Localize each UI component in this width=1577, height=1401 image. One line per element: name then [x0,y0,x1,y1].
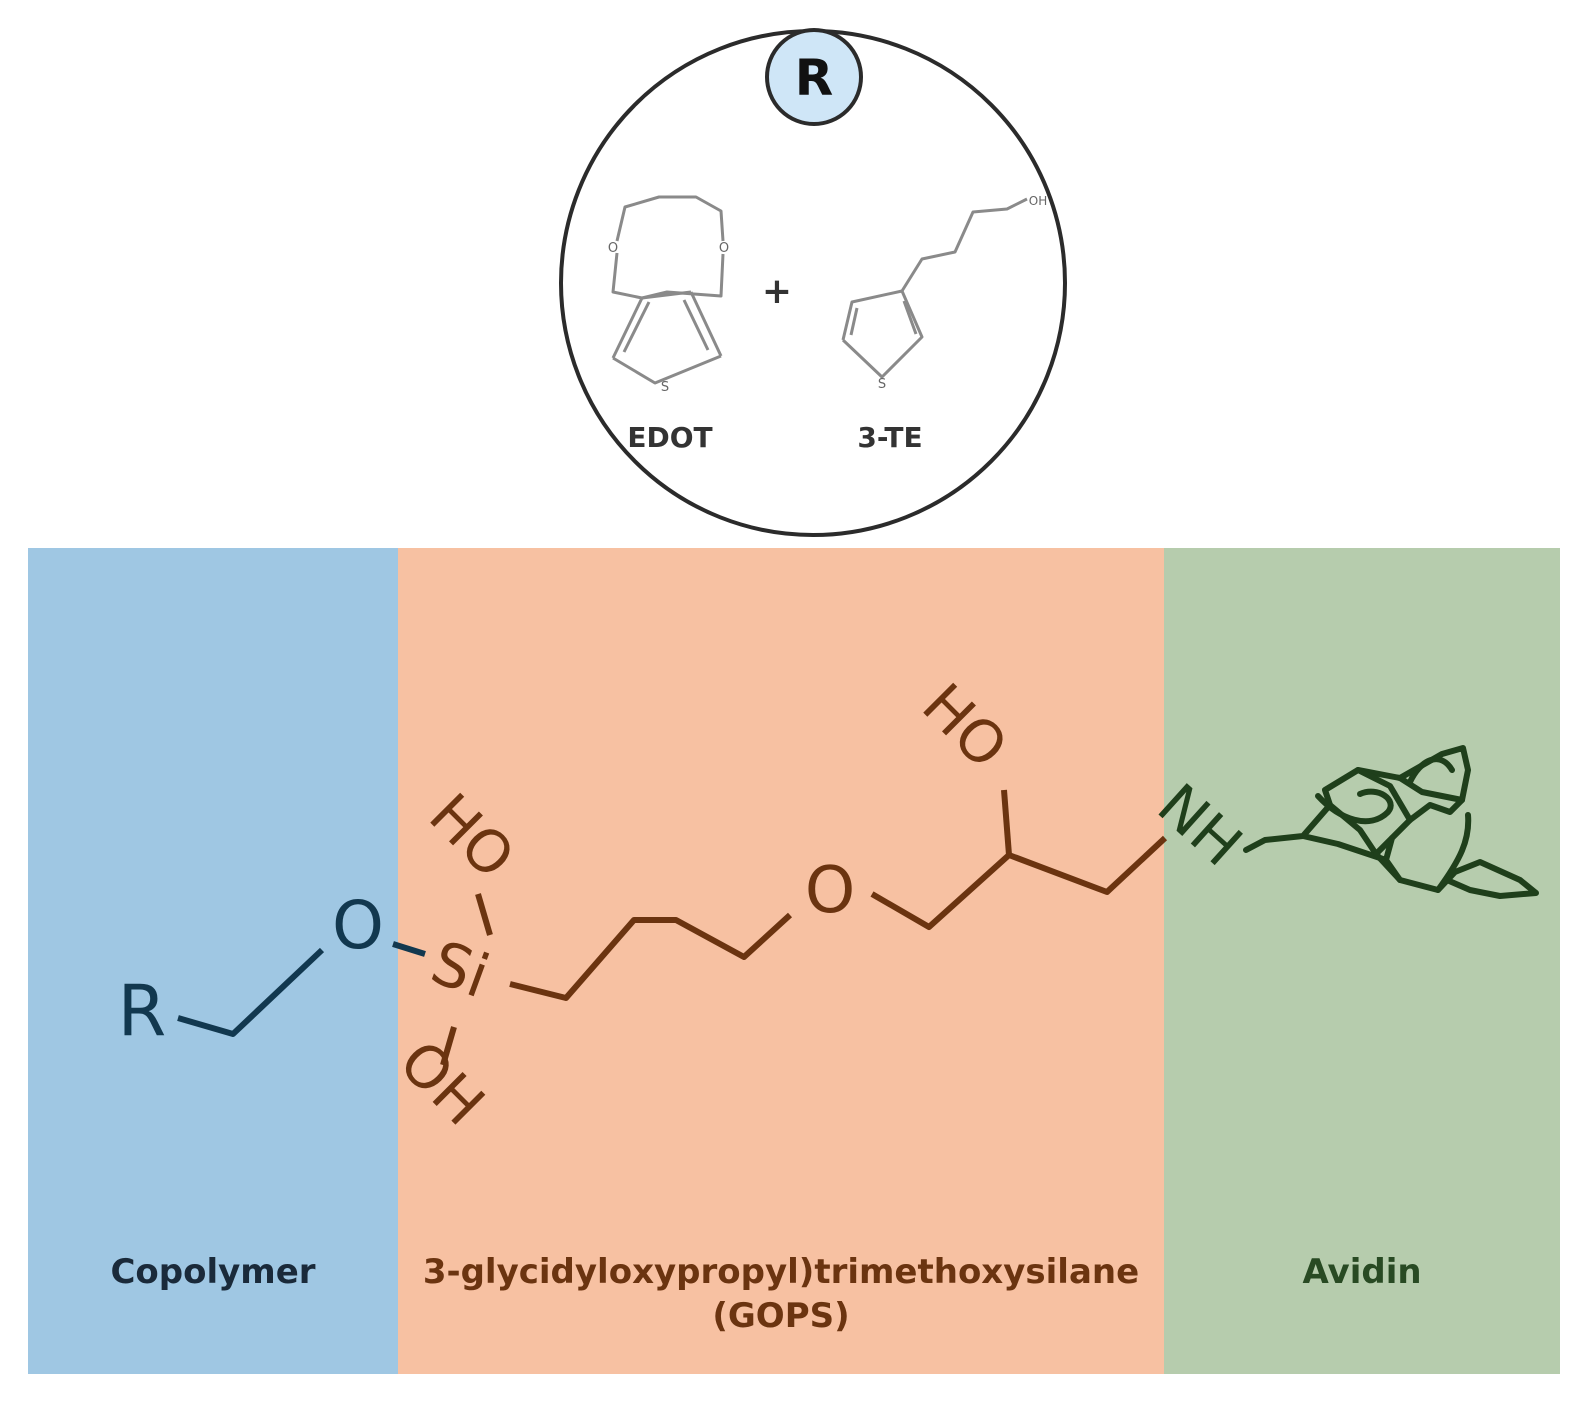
copolymer-panel [28,548,398,1374]
3te-hydroxyl: OH [1029,194,1047,208]
gops-ether-oxygen: O [805,854,855,928]
amine-label: NH [1145,771,1255,880]
avidin-label: Avidin [1302,1252,1422,1292]
r-badge [765,28,863,126]
avidin-protein-sketch [1243,745,1539,899]
silanol-bottom-label: OH [386,1027,497,1138]
gops-panel [398,548,1164,1374]
gops-label-line1: 3-glycidyloxypropyl)trimethoxysilane [422,1252,1140,1292]
silicon-label: Si [422,928,497,1013]
monomer-inset: R O O S + S [559,28,1067,537]
plus-sign: + [762,271,792,312]
o-si-bond [392,941,426,957]
gops-label-line2: (GOPS) [712,1296,850,1336]
edot-sulfur: S [661,380,669,395]
edot-oxygen-right: O [719,241,729,256]
avidin-panel [1164,548,1560,1374]
3te-label: 3-TE [857,421,922,454]
hydroxyl-label: HO [909,670,1020,781]
gops-structure [440,789,1168,1066]
copolymer-oxygen: O [332,887,384,964]
3te-structure [841,197,1028,379]
gops-label: 3-glycidyloxypropyl)trimethoxysilane (GO… [398,1250,1164,1338]
silanol-top-label: HO [416,780,527,891]
edot-label: EDOT [627,421,712,454]
copolymer-label: Copolymer [110,1252,316,1292]
r-badge-label: R [795,49,834,107]
r-group-label: R [118,970,167,1052]
copolymer-structure: R O [118,887,426,1052]
edot-oxygen-left: O [608,241,618,256]
copolymer-bond [177,947,325,1037]
3te-sulfur: S [878,377,886,392]
edot-structure [611,195,725,385]
